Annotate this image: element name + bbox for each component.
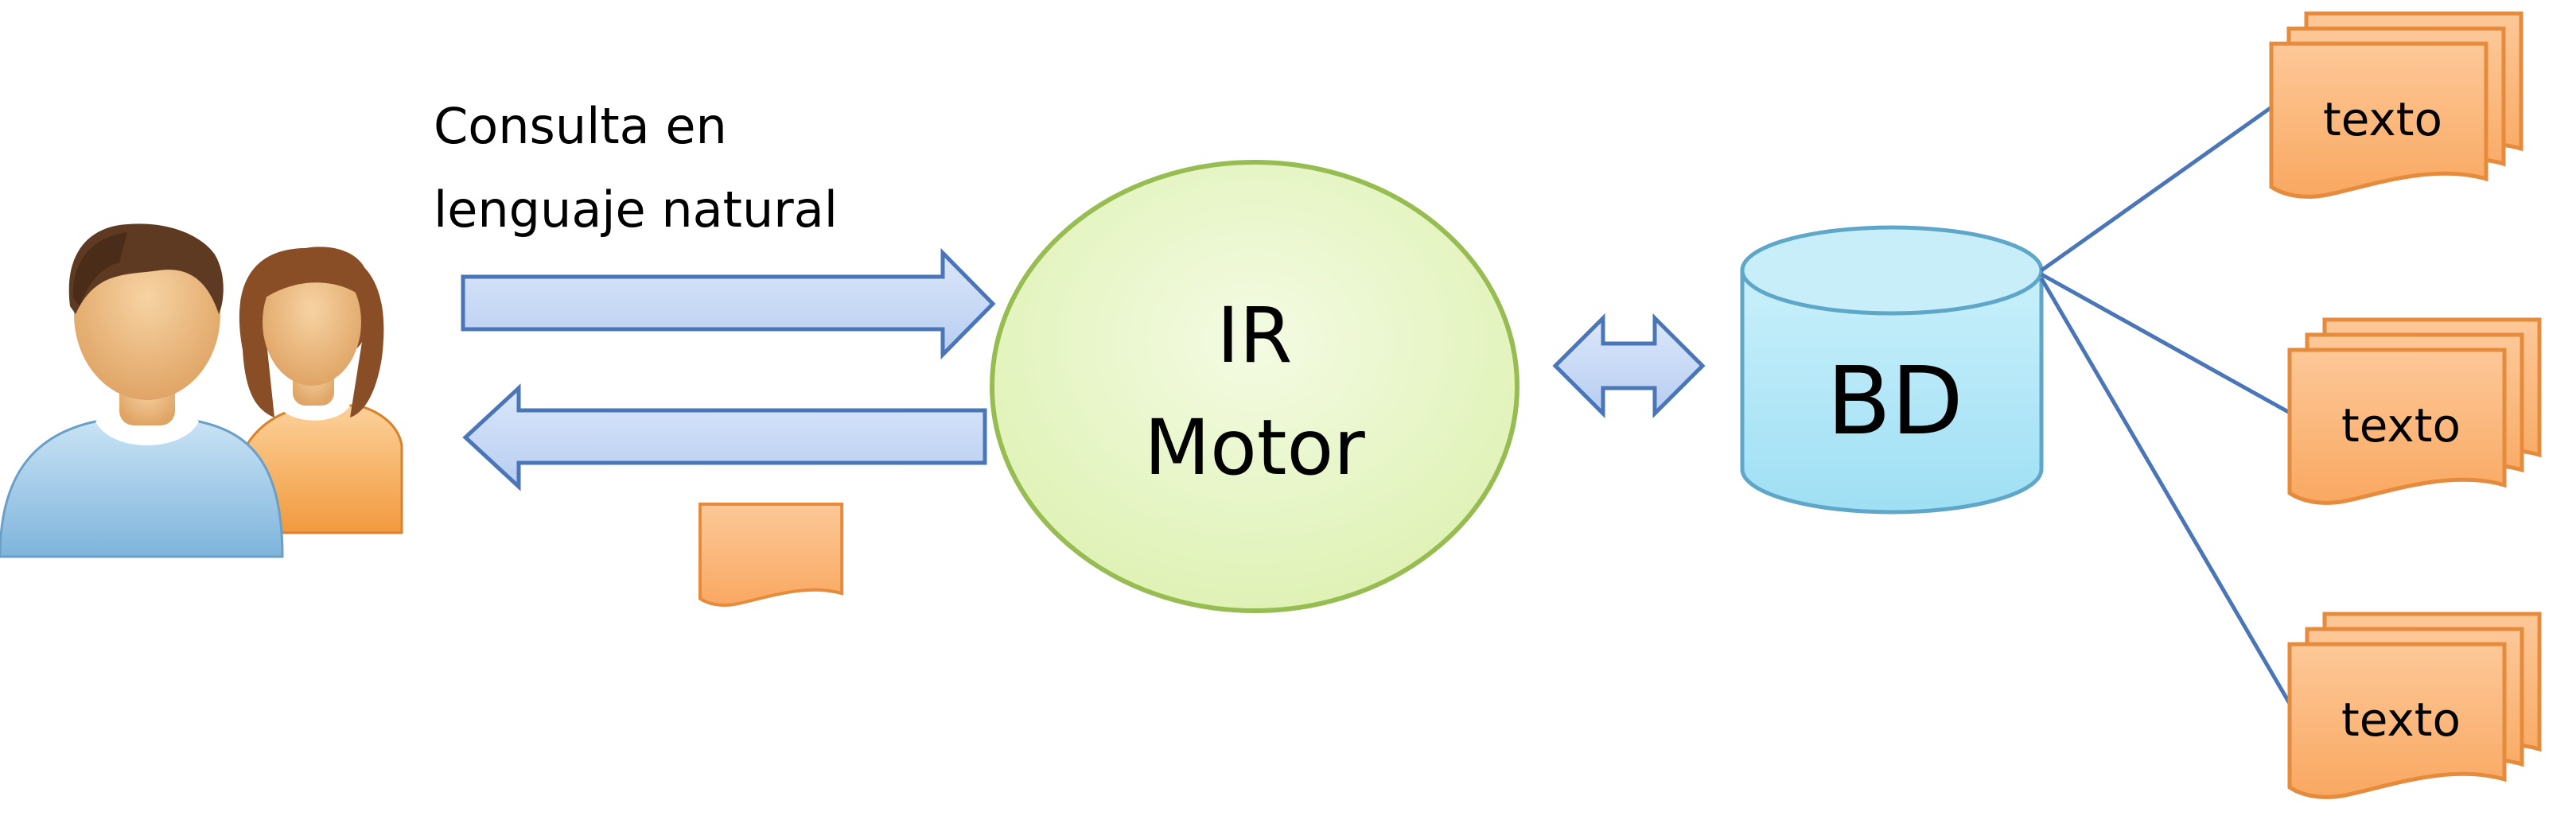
query-arrow bbox=[461, 247, 996, 360]
database-cylinder: BD bbox=[1740, 225, 2044, 515]
document-label-3: texto bbox=[2341, 693, 2461, 747]
db-document-connectors bbox=[2039, 105, 2294, 708]
users-icon bbox=[0, 223, 403, 558]
engine-label-line2: Motor bbox=[1144, 403, 1365, 492]
man-figure bbox=[0, 223, 284, 558]
query-label-line1: Consulta en bbox=[434, 97, 727, 155]
document-label-2: texto bbox=[2341, 398, 2461, 452]
document-stack-1: texto bbox=[2269, 11, 2523, 199]
document-label-1: texto bbox=[2323, 92, 2442, 146]
engine-label-line1: IR bbox=[1216, 291, 1292, 380]
engine-db-double-arrow bbox=[1552, 313, 1706, 419]
document-stack-3: texto bbox=[2287, 612, 2542, 799]
results-arrow bbox=[462, 383, 987, 491]
database-label: BD bbox=[1827, 346, 1963, 456]
ir-engine: IR Motor bbox=[990, 160, 1520, 613]
query-label-line2: lenguaje natural bbox=[434, 181, 838, 239]
document-stack-2: texto bbox=[2287, 317, 2542, 505]
result-document-icon bbox=[698, 503, 844, 607]
